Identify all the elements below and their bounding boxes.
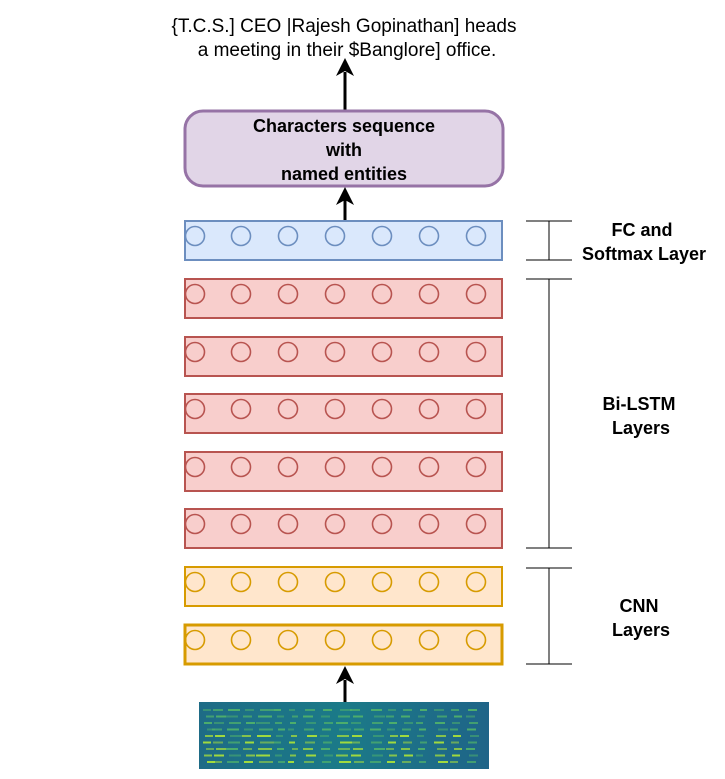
bilstm-layer-3-node xyxy=(184,398,206,420)
bilstm-layer-1-node xyxy=(324,283,346,305)
bilstm-label-line-1: Bi-LSTM xyxy=(603,394,676,414)
output-sentence-line-2: a meeting in their $Banglore] office. xyxy=(198,40,497,61)
arrow-to-output xyxy=(336,58,354,111)
bilstm-layer-1-node xyxy=(184,283,206,305)
fc-layer-1-node xyxy=(230,225,252,247)
bilstm-layer-4-node xyxy=(184,456,206,478)
output-box-line-2: with xyxy=(325,140,362,160)
bilstm-layer-1-node xyxy=(418,283,440,305)
bilstm-layer-4-node xyxy=(371,456,393,478)
bilstm-layer-4-node xyxy=(277,456,299,478)
cnn-label-line-2: Layers xyxy=(612,620,670,640)
cnn-layer-1-node xyxy=(230,571,252,593)
bilstm-label-line-2: Layers xyxy=(612,418,670,438)
arrow-input-to-cnn xyxy=(336,666,354,702)
bilstm-layer-3-node xyxy=(277,398,299,420)
bilstm-layer-2-node xyxy=(324,341,346,363)
output-box xyxy=(183,109,505,188)
fc-label-line-1: FC and xyxy=(612,220,673,240)
bilstm-layer-4-node xyxy=(324,456,346,478)
bilstm-layer-4-node xyxy=(465,456,487,478)
bilstm-layer-3-node xyxy=(230,398,252,420)
bilstm-layer-1-node xyxy=(230,283,252,305)
cnn-layer-2-node xyxy=(230,629,252,651)
cnn-layer-1-node xyxy=(465,571,487,593)
output-box-line-1: Characters sequence xyxy=(253,116,435,136)
bracket-bilstm xyxy=(526,278,572,549)
bilstm-layer-3-node xyxy=(465,398,487,420)
cnn-layer-2-node xyxy=(371,629,393,651)
fc-label-line-2: Softmax Layer xyxy=(582,244,706,264)
bilstm-layer-2-node xyxy=(465,341,487,363)
bilstm-layer-4-node xyxy=(418,456,440,478)
cnn-layer-1-node xyxy=(184,571,206,593)
cnn-layer-2-node xyxy=(184,629,206,651)
fc-layer-1-node xyxy=(277,225,299,247)
bracket-cnn xyxy=(526,567,572,665)
output-box-line-3: named entities xyxy=(281,164,407,184)
bilstm-layer-2-node xyxy=(277,341,299,363)
bilstm-layer-1-node xyxy=(371,283,393,305)
bilstm-layer-5-node xyxy=(277,513,299,535)
cnn-label-line-1: CNN xyxy=(620,596,659,616)
bilstm-layer-3-node xyxy=(371,398,393,420)
bilstm-layer-5-node xyxy=(371,513,393,535)
fc-layer-1-node xyxy=(418,225,440,247)
fc-layer-1-node xyxy=(184,225,206,247)
bilstm-layer-3-node xyxy=(324,398,346,420)
bilstm-layer-5-node xyxy=(418,513,440,535)
bilstm-layer-2-node xyxy=(184,341,206,363)
bilstm-layer-4-node xyxy=(230,456,252,478)
bilstm-layer-5-node xyxy=(465,513,487,535)
bilstm-layer-2-node xyxy=(230,341,252,363)
cnn-layer-2-node xyxy=(277,629,299,651)
fc-layer-1-node xyxy=(324,225,346,247)
bilstm-layer-3-node xyxy=(418,398,440,420)
cnn-layer-2-node xyxy=(324,629,346,651)
output-sentence-line-1: {T.C.S.] CEO |Rajesh Gopinathan] heads xyxy=(171,16,516,37)
bilstm-layer-2-node xyxy=(371,341,393,363)
cnn-layer-1-node xyxy=(371,571,393,593)
bilstm-layer-1-node xyxy=(277,283,299,305)
layer-stack xyxy=(183,220,504,666)
cnn-layer-1-node xyxy=(324,571,346,593)
fc-layer-1-node xyxy=(371,225,393,247)
cnn-layer-1-node xyxy=(277,571,299,593)
bilstm-layer-5-node xyxy=(184,513,206,535)
bilstm-layer-5-node xyxy=(324,513,346,535)
cnn-layer-2-node xyxy=(465,629,487,651)
arrow-fc-to-output xyxy=(336,187,354,222)
bilstm-layer-1-node xyxy=(465,283,487,305)
bracket-fc xyxy=(526,220,572,261)
spectrogram-icon xyxy=(199,702,489,769)
fc-layer-1-node xyxy=(465,225,487,247)
bilstm-layer-5-node xyxy=(230,513,252,535)
cnn-layer-2-node xyxy=(418,629,440,651)
cnn-layer-1-node xyxy=(418,571,440,593)
bilstm-layer-2-node xyxy=(418,341,440,363)
